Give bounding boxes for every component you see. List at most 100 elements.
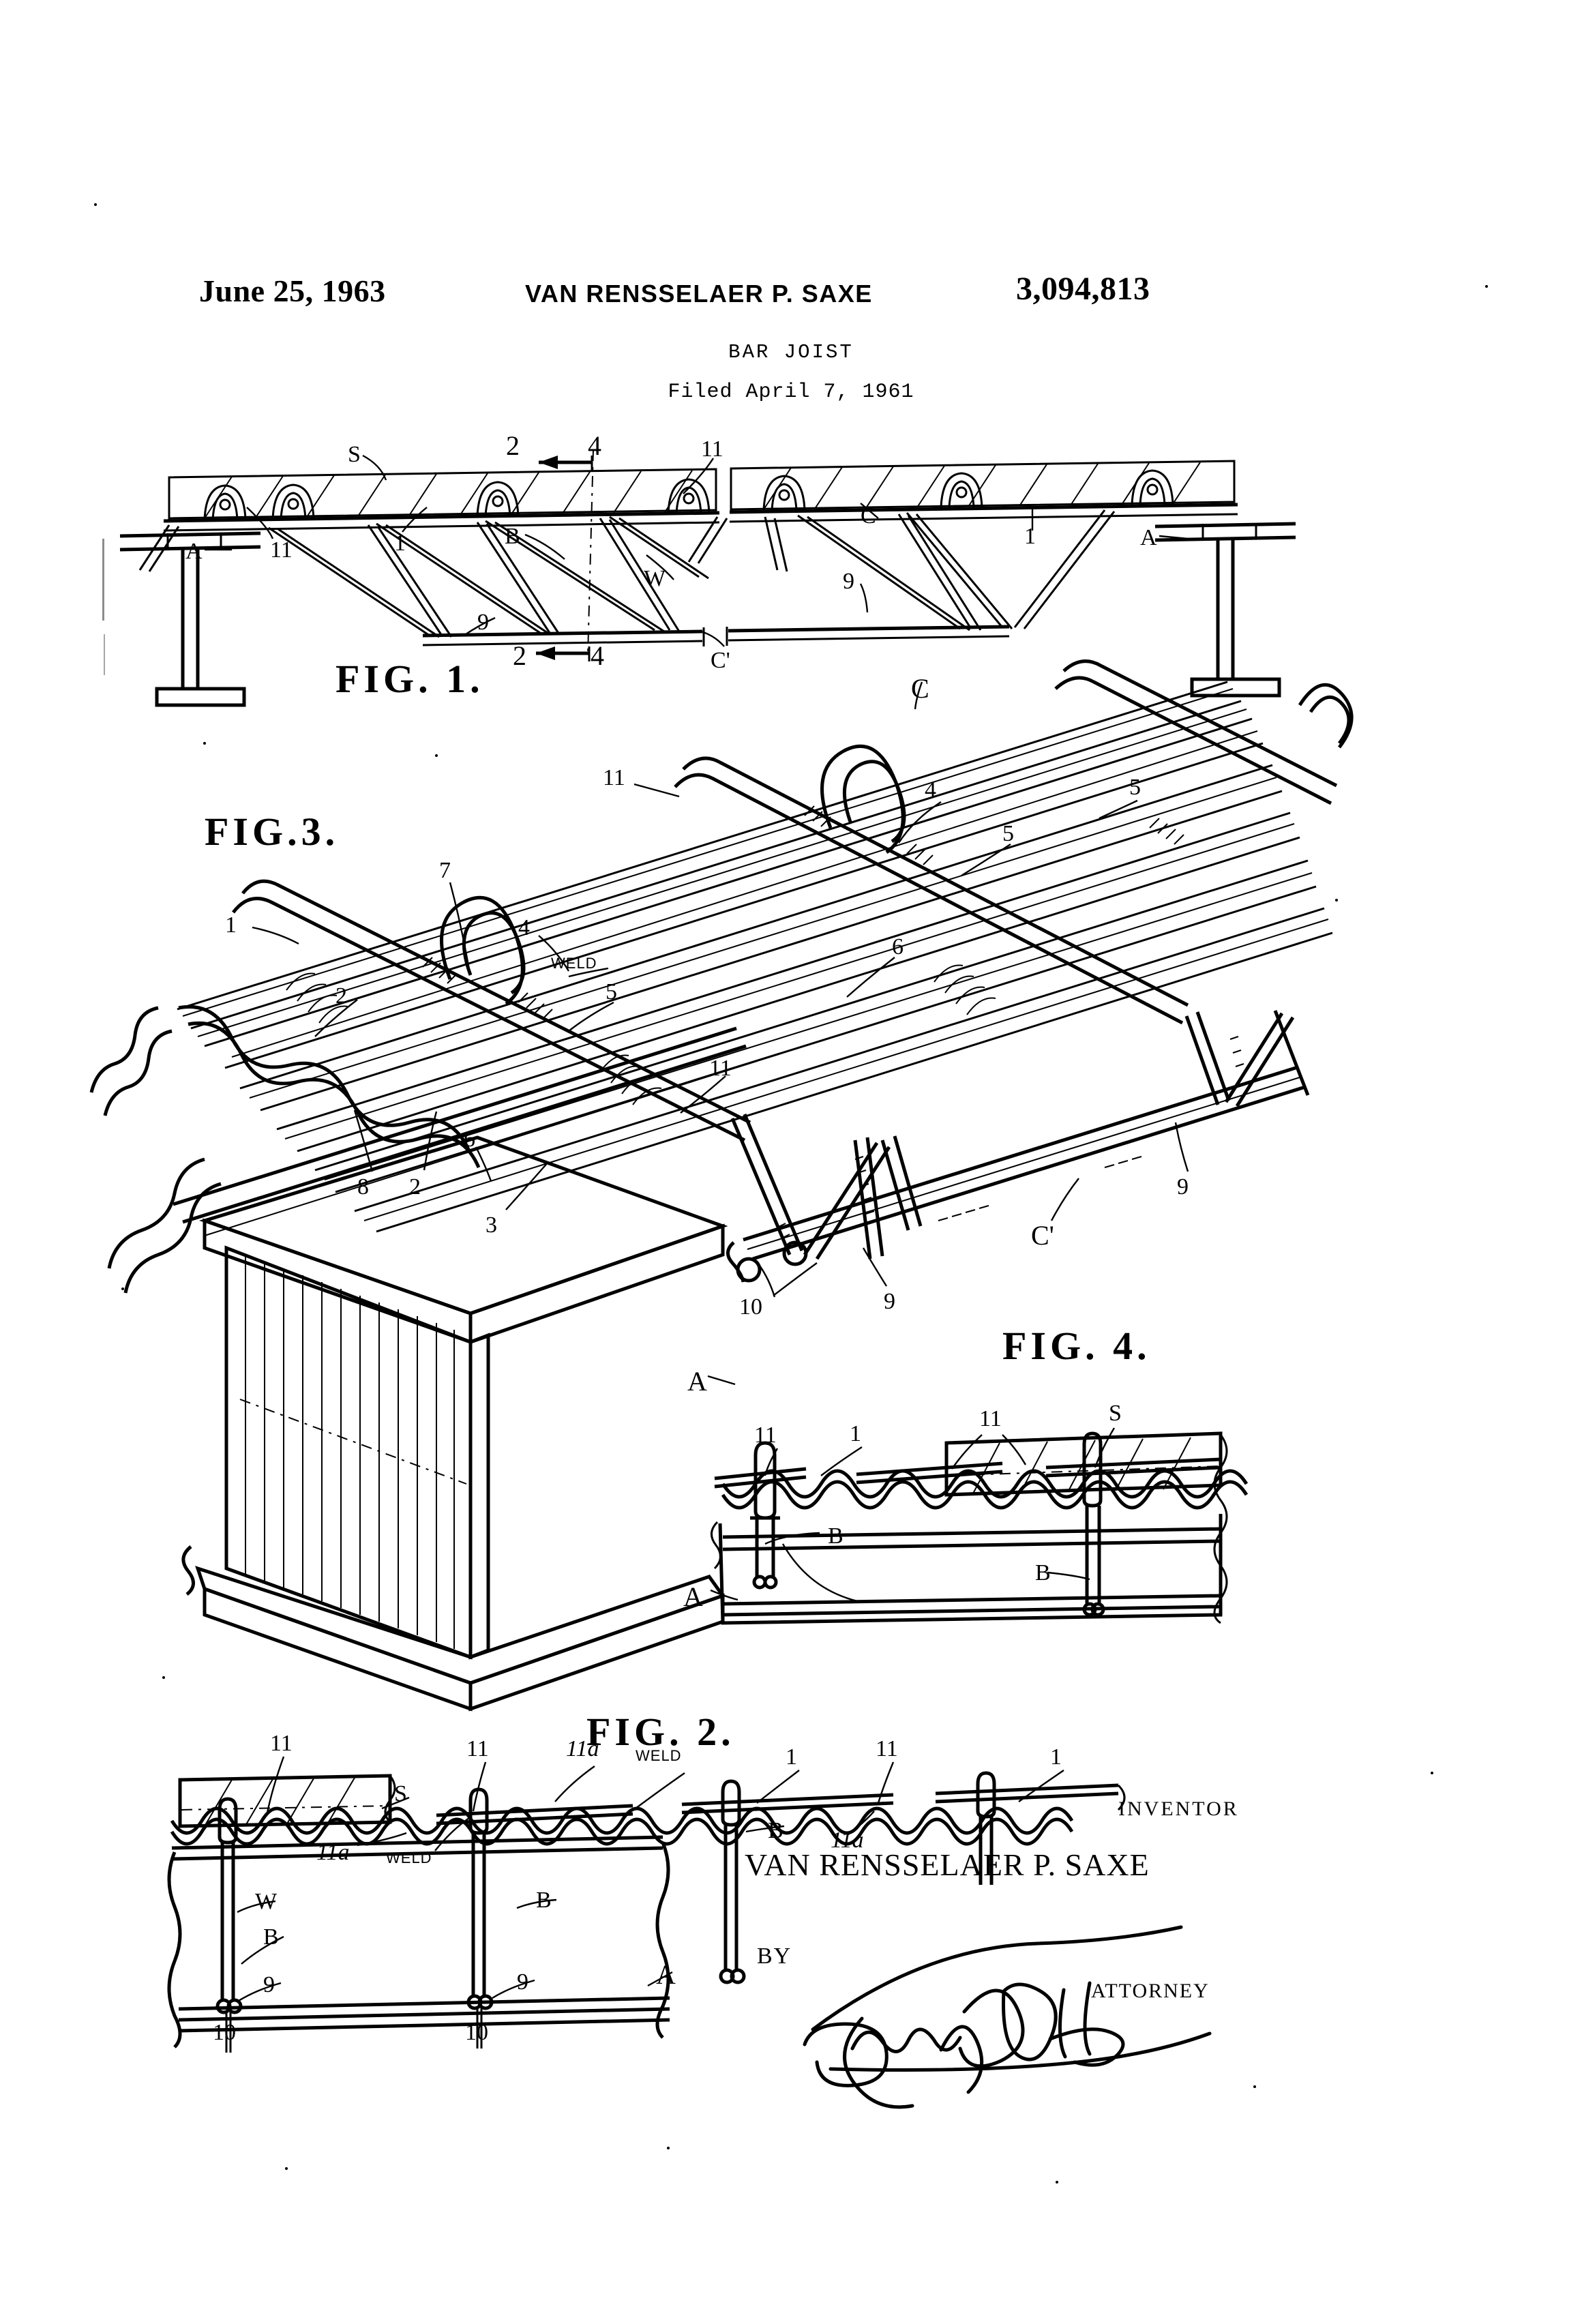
figure-2-drawing [169, 1757, 1124, 2053]
fig4-break-lines [711, 1435, 1227, 1623]
fig2-deck [172, 1808, 1072, 1844]
fig2-callout-11a-b: 11a [831, 1828, 864, 1853]
fig4-beam-flange [720, 1514, 1221, 1623]
fig1-web-members [140, 510, 1114, 637]
fig1-callout-b: B [505, 524, 520, 549]
fig1-callout-w: W [644, 566, 666, 591]
inventor-signature-name: VAN RENSSELAER P. SAXE [745, 1847, 1150, 1882]
figure-1-caption: FIG. 1. [335, 657, 484, 701]
fig3-bottom-chord [728, 1068, 1305, 1282]
fig3-callout-11-left: 11 [603, 765, 625, 790]
fig1-section-line [588, 450, 593, 656]
fig3-weld-marks [286, 806, 1184, 1105]
fig2-callout-10-a: 10 [213, 2020, 236, 2045]
fig3-callout-8: 8 [357, 1174, 369, 1200]
patent-number: 3,094,813 [1016, 271, 1150, 307]
fig1-leader-lines [205, 456, 1188, 646]
fig4-top-chord [715, 1459, 1221, 1487]
fig3-callout-5-left: 5 [606, 979, 617, 1004]
fig1-callout-c-prime: C' [711, 648, 730, 673]
fig3-web-members [732, 1011, 1308, 1259]
attorney-signature [805, 1927, 1210, 2107]
fig3-callout-4-mid: 4 [518, 915, 530, 940]
fig1-callout-9-left: 9 [477, 610, 489, 635]
fig3-callout-7: 7 [439, 858, 451, 883]
fig1-callout-1-right: 1 [1024, 524, 1036, 549]
fig1-callout-2-top: 2 [506, 430, 520, 461]
attorney-label: ATTORNEY [1091, 1980, 1210, 2002]
fig2-callout-s: S [394, 1781, 407, 1806]
fig3-callout-weld: WELD [551, 955, 597, 972]
fig1-callout-4-top: 4 [588, 430, 601, 461]
figure-3-caption: FIG.3. [205, 809, 340, 854]
fig2-callout-11-a: 11 [270, 1731, 293, 1756]
fig3-callout-9-right: 9 [1177, 1174, 1189, 1200]
fig4-stud-left [750, 1443, 780, 1588]
fig4-callout-11-left: 11 [754, 1422, 777, 1448]
fig3-deck-ribs [177, 682, 1332, 1232]
fig1-slab-left [169, 469, 716, 520]
fig3-callout-5-right: 5 [1129, 775, 1141, 800]
fig2-callout-11-b: 11 [466, 1736, 489, 1761]
patent-title: BAR JOIST [728, 341, 854, 363]
figure-4-drawing [711, 1428, 1247, 1623]
fig1-callout-s: S [348, 442, 361, 467]
fig3-joist-welds [777, 1037, 1244, 1238]
fig3-shear-connectors [1300, 685, 1352, 747]
fig1-callout-a-left: A [185, 539, 203, 564]
fig3-callout-1: 1 [225, 912, 237, 938]
fig3-deck-rib-details [183, 689, 1328, 1221]
fig3-callout-2-lower: 2 [409, 1174, 421, 1200]
fig2-callout-9-b: 9 [517, 1969, 528, 1995]
fig1-callout-c: C [861, 503, 876, 528]
figure-2-caption: FIG. 2. [586, 1710, 735, 1754]
fig3-callout-9-left: 9 [884, 1289, 895, 1314]
fig4-leader-lines [711, 1428, 1114, 1603]
fig3-callout-3: 3 [486, 1212, 497, 1238]
fig3-callout-11-mid: 11 [709, 1056, 732, 1081]
fig4-corrugated-deck [723, 1471, 1247, 1508]
figure-4-caption: FIG. 4. [1002, 1324, 1151, 1368]
fig3-callout-4-top: 4 [925, 777, 936, 803]
fig2-callout-weld-a: WELD [636, 1747, 682, 1764]
patent-filed-date: Filed April 7, 1961 [668, 381, 914, 404]
fig4-stud-right [1084, 1433, 1103, 1615]
fig3-callout-a: A [687, 1366, 707, 1397]
fig3-vertical-strut [855, 1137, 882, 1259]
fig2-callout-b-c: B [768, 1818, 783, 1843]
inventor-label: INVENTOR [1118, 1798, 1239, 1820]
fig2-callout-11-c: 11 [876, 1736, 898, 1761]
fig1-ibeam-right [1155, 523, 1296, 696]
fig2-stud-2 [468, 1789, 492, 2049]
fig2-callout-11a-c: 11a [316, 1840, 350, 1865]
fig2-callout-b-a: B [263, 1924, 279, 1950]
fig3-callout-6-left: 6 [464, 1127, 475, 1152]
fig2-stud-1 [218, 1799, 241, 2053]
fig2-callout-weld-b: WELD [386, 1849, 432, 1866]
fig1-callout-2-bottom: 2 [513, 640, 526, 671]
fig4-callout-11-right: 11 [979, 1406, 1002, 1431]
fig3-callout-c: C [911, 673, 929, 704]
fig1-callout-11-right: 11 [701, 436, 723, 462]
fig2-callout-1-a: 1 [786, 1744, 797, 1770]
fig3-ibeam [183, 1137, 723, 1709]
fig3-top-chord-bars [233, 661, 1337, 1140]
fig4-callout-b-right: B [1035, 1560, 1051, 1585]
fig3-callout-5-mid: 5 [1002, 821, 1014, 846]
fig1-callout-1-left: 1 [394, 531, 406, 556]
fig2-callout-a: A [656, 1959, 676, 1990]
fig1-callout-a-right: A [1140, 525, 1157, 550]
fig1-section-arrow-bottom [536, 646, 589, 661]
fig2-callout-w: W [255, 1889, 278, 1914]
fig3-leader-lines [252, 682, 1188, 1384]
fig1-slab-right [731, 461, 1234, 510]
fig1-section-arrow-top [539, 456, 592, 471]
fig2-callout-1-b: 1 [1050, 1744, 1062, 1770]
patent-inventor-header: VAN RENSSELAER P. SAXE [525, 280, 873, 308]
fig4-callout-1: 1 [850, 1421, 861, 1446]
fig2-slab [180, 1776, 395, 1826]
fig2-callout-b-b: B [536, 1888, 552, 1913]
fig2-callout-10-b: 10 [465, 2020, 488, 2045]
fig1-callout-4-bottom: 4 [591, 640, 604, 671]
fig1-callout-9-right: 9 [843, 569, 854, 594]
